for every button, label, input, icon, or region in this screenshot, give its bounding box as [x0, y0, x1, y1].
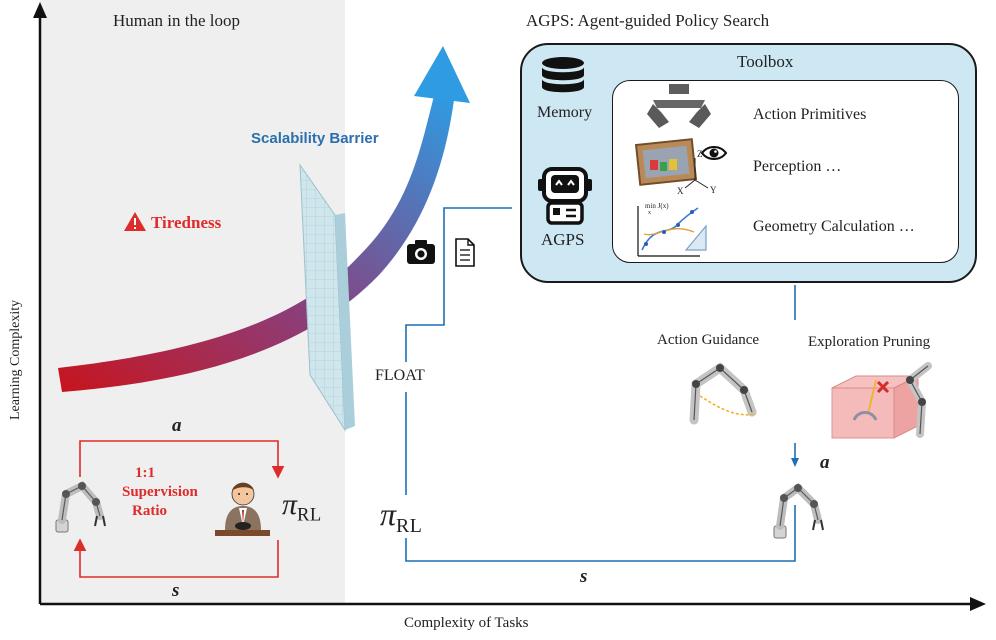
gripper-icon — [647, 84, 711, 128]
ratio-line3: Ratio — [132, 503, 167, 519]
exploration-pruning-label: Exploration Pruning — [808, 334, 931, 350]
tool-action-primitives: Action Primitives — [753, 106, 867, 123]
x-axis-label: Complexity of Tasks — [404, 615, 529, 631]
axis-x-label: X — [677, 186, 684, 196]
float-label: FLOAT — [375, 367, 425, 384]
rl-robot-arm-icon — [773, 482, 824, 539]
agent-robot-icon — [538, 167, 592, 225]
geometry-formula-text: min J(x) — [645, 202, 669, 210]
tiredness-label: Tiredness — [151, 213, 222, 232]
memory-label: Memory — [537, 104, 593, 121]
axis-y-label: Y — [710, 185, 717, 195]
human-supervisor-icon — [215, 482, 270, 536]
robot-arm-icon — [55, 481, 106, 533]
agps-policy-sub: RL — [396, 514, 423, 537]
tool-geometry: Geometry Calculation … — [753, 218, 915, 235]
agps-policy-label: πRL — [380, 496, 422, 538]
eye-icon — [700, 146, 728, 160]
xyz-axes-icon — [684, 158, 709, 189]
document-icon — [455, 238, 475, 267]
loop-action-symbol: a — [820, 452, 830, 473]
human-supervision-loop — [73, 440, 285, 578]
human-action-symbol: a — [172, 415, 182, 436]
human-policy-sub: RL — [297, 504, 322, 526]
geometry-plot-icon — [637, 206, 707, 257]
human-policy-pi: π — [282, 488, 298, 521]
exploration-pruning-box-icon — [831, 375, 919, 439]
camera-icon — [407, 240, 435, 264]
perception-image-icon — [634, 138, 698, 186]
geometry-formula-sub: x — [648, 210, 651, 216]
float-loop — [405, 207, 799, 562]
tool-perception: Perception … — [753, 158, 842, 175]
human-policy-label: πRL — [282, 488, 322, 527]
axes — [33, 2, 986, 611]
warning-icon — [124, 212, 146, 231]
geometry-formula: min J(x)x — [645, 202, 669, 216]
action-guidance-label: Action Guidance — [657, 332, 760, 348]
complexity-growth-arrow — [58, 46, 470, 392]
agps-policy-pi: π — [380, 496, 397, 532]
human-state-symbol: s — [172, 580, 180, 601]
scalability-barrier-label: Scalability Barrier — [251, 130, 379, 147]
ratio-value: 1:1 — [135, 465, 155, 481]
ratio-line2: Supervision — [122, 484, 198, 500]
human-loop-region — [40, 0, 345, 604]
human-loop-title: Human in the loop — [113, 11, 241, 30]
database-icon — [542, 57, 584, 93]
y-axis-label: Learning Complexity — [8, 299, 23, 420]
agps-title: AGPS: Agent-guided Policy Search — [526, 11, 770, 30]
pruning-robot-arm-icon — [904, 362, 932, 438]
loop-state-symbol: s — [580, 566, 588, 587]
scalability-barrier — [299, 163, 355, 432]
agent-label: AGPS — [541, 230, 585, 249]
action-guidance-robot-icon — [689, 362, 757, 425]
toolbox-title: Toolbox — [737, 52, 794, 71]
axis-z-label: Z — [697, 149, 703, 159]
